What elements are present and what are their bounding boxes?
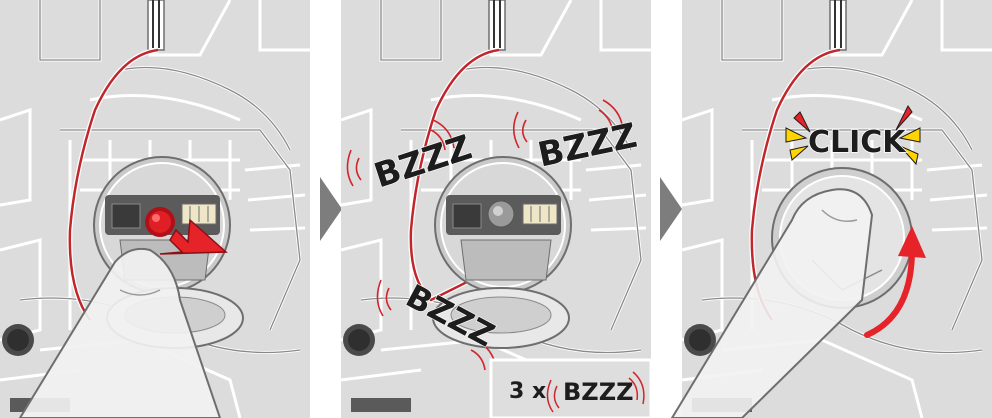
vibration-waves-icon (346, 99, 624, 371)
panel-step-press-button (0, 0, 312, 418)
buzz-count-badge: 3 x BZZZ (489, 358, 653, 418)
badge-buzz-label: BZZZ (563, 378, 634, 406)
next-step-chevron-icon (320, 177, 342, 241)
panel-step-close-lid: CLICK (670, 0, 992, 418)
finger-illustration (18, 247, 222, 418)
next-step-chevron-icon (660, 177, 682, 241)
click-label: CLICK (808, 125, 907, 160)
panel-step-buzz: BZZZ BZZZ BZZZ 3 x BZZZ (339, 0, 653, 418)
press-arrow-icon (159, 218, 228, 255)
rotate-arrow-icon (864, 247, 915, 338)
finger-illustration (670, 188, 874, 418)
click-burst-icon (785, 105, 921, 166)
badge-count-label: 3 x (509, 379, 546, 404)
